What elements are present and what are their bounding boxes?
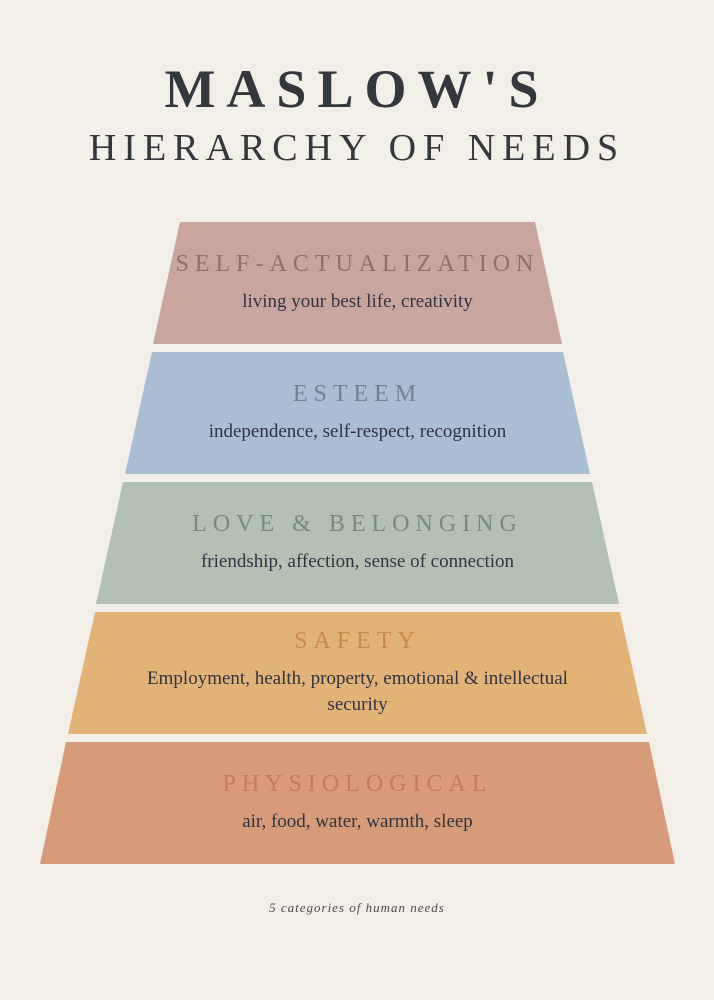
level-description: Employment, health, property, emotional … bbox=[147, 668, 568, 715]
poster-title-line2: HIERARCHY OF NEEDS bbox=[88, 127, 626, 169]
poster-title-line1: MASLOW'S bbox=[164, 59, 550, 119]
level-description: independence, self-respect, recognition bbox=[208, 421, 507, 443]
needs-pyramid: SELF-ACTUALIZATION living your best life… bbox=[40, 222, 675, 864]
level-description: living your best life, creativity bbox=[242, 291, 473, 313]
pyramid-level-safety: SAFETY Employment, health, property, emo… bbox=[68, 612, 647, 734]
level-description: friendship, affection, sense of connecti… bbox=[200, 551, 515, 573]
pyramid-level-love-belonging: LOVE & BELONGING friendship, affection, … bbox=[96, 482, 619, 604]
level-title: LOVE & BELONGING bbox=[192, 511, 523, 538]
level-title: PHYSIOLOGICAL bbox=[222, 771, 493, 798]
pyramid-level-physiological: PHYSIOLOGICAL air, food, water, warmth, … bbox=[40, 742, 675, 864]
level-title: SAFETY bbox=[294, 628, 421, 655]
level-title: SELF-ACTUALIZATION bbox=[175, 251, 540, 278]
pyramid-level-self-actualization: SELF-ACTUALIZATION living your best life… bbox=[153, 222, 562, 344]
level-description: air, food, water, warmth, sleep bbox=[242, 811, 473, 833]
level-title: ESTEEM bbox=[292, 381, 423, 408]
pyramid-level-esteem: ESTEEM independence, self-respect, recog… bbox=[125, 352, 590, 474]
footer-note: 5 categories of human needs bbox=[269, 900, 445, 915]
